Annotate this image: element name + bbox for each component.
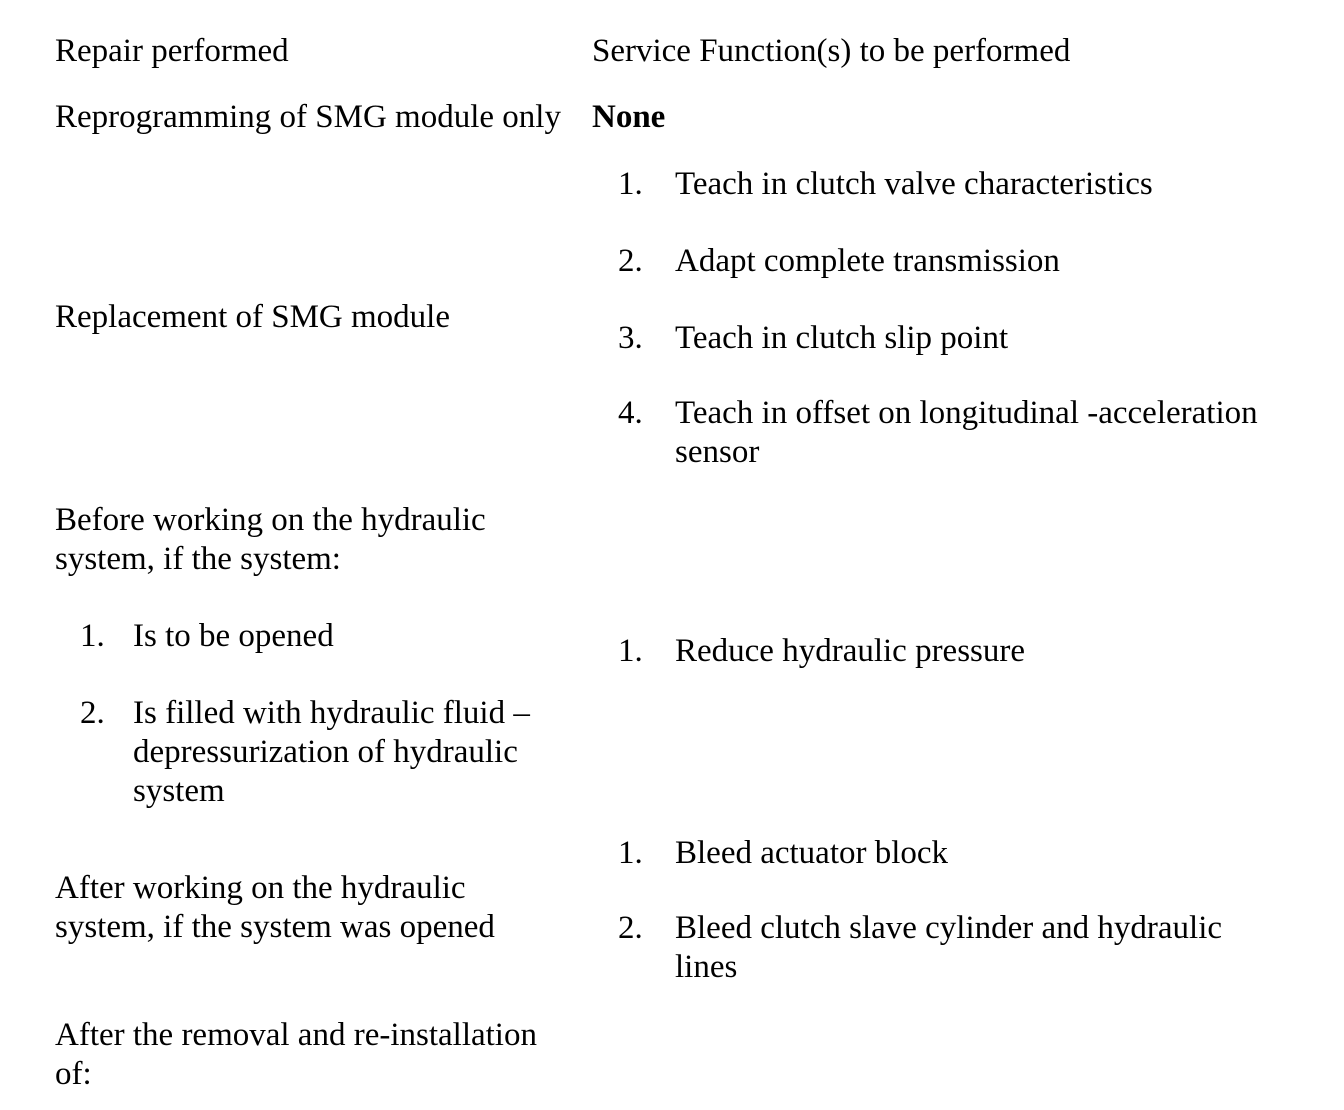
column-header-repair: Repair performed	[55, 33, 289, 69]
service-function-item: 1. Teach in clutch valve characteristics	[618, 165, 1275, 204]
service-function-item: 2. Adapt complete transmission	[618, 242, 1275, 281]
list-number: 2.	[618, 910, 643, 946]
service-function-item: 2. Bleed clutch slave cylinder and hydra…	[618, 909, 1275, 987]
row-replacement-repair: Replacement of SMG module	[55, 299, 451, 335]
service-function-item: 1. Reduce hydraulic pressure	[618, 632, 1275, 671]
row-before-working-intro: Before working on the hydraulic system, …	[55, 502, 486, 577]
list-item-text: Teach in clutch valve characteristics	[675, 166, 1153, 202]
list-number: 4.	[618, 395, 643, 431]
service-function-item: 1. Bleed actuator block	[618, 834, 1275, 873]
service-function-item: 3. Teach in clutch slip point	[618, 319, 1275, 358]
list-number: 1.	[618, 633, 643, 669]
list-item-text: Teach in clutch slip point	[675, 320, 1009, 356]
list-item-text: Is to be opened	[133, 618, 334, 654]
list-item-text: Reduce hydraulic pressure	[675, 633, 1026, 669]
row-after-working-repair: After working on the hydraulic system, i…	[55, 870, 495, 945]
list-number: 2.	[80, 695, 105, 731]
row-after-removal-repair: After the removal and re-installation of…	[55, 1017, 537, 1092]
list-item-text: Adapt complete transmission	[675, 243, 1060, 279]
column-header-service: Service Function(s) to be performed	[592, 33, 1071, 69]
list-item-text: Bleed clutch slave cylinder and hydrauli…	[675, 910, 1223, 985]
list-number: 3.	[618, 320, 643, 356]
list-item-text: Is filled with hydraulic fluid – depress…	[133, 695, 530, 809]
list-item-text: Bleed actuator block	[675, 835, 949, 871]
list-number: 1.	[80, 618, 105, 654]
service-function-item: 4. Teach in offset on longitudinal -acce…	[618, 394, 1275, 472]
list-item-text: Teach in offset on longitudinal -acceler…	[675, 395, 1258, 470]
row-reprogramming-repair: Reprogramming of SMG module only	[55, 99, 561, 135]
repair-condition-item: 2. Is filled with hydraulic fluid – depr…	[80, 694, 545, 811]
list-number: 1.	[618, 166, 643, 202]
repair-condition-item: 1. Is to be opened	[80, 617, 545, 656]
list-number: 1.	[618, 835, 643, 871]
list-number: 2.	[618, 243, 643, 279]
row-reprogramming-service-none: None	[592, 99, 666, 135]
